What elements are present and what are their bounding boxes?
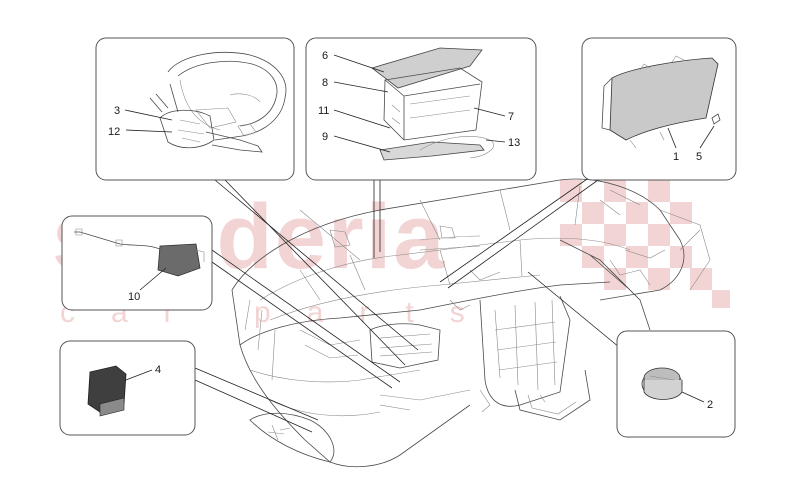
callout-10: 10: [128, 291, 140, 303]
watermark-checker-flag: [560, 180, 730, 308]
callout-7: 7: [508, 111, 514, 123]
callout-8: 8: [322, 77, 328, 89]
panel-switch-module: 4: [59, 340, 196, 436]
panel-rotary-knob: 2: [616, 330, 736, 438]
callout-6: 6: [322, 50, 328, 62]
panel-wiring-module: 10: [61, 215, 213, 311]
callout-4: 4: [155, 364, 161, 376]
panel-display-unit: 6 8 11 9 7 13: [305, 37, 537, 181]
callout-5: 5: [696, 151, 702, 163]
callout-13: 13: [508, 137, 520, 149]
dashboard-assembly: [231, 178, 711, 468]
panel-instrument-cluster: 1 5: [581, 37, 737, 181]
leader-lines: [194, 169, 626, 433]
callout-3: 3: [114, 105, 120, 117]
callout-1: 1: [673, 151, 679, 163]
panel-steering-column: 3 12: [95, 37, 295, 181]
callout-2: 2: [707, 399, 713, 411]
callout-12: 12: [108, 126, 120, 138]
callout-9: 9: [322, 131, 328, 143]
callout-11: 11: [318, 105, 329, 117]
